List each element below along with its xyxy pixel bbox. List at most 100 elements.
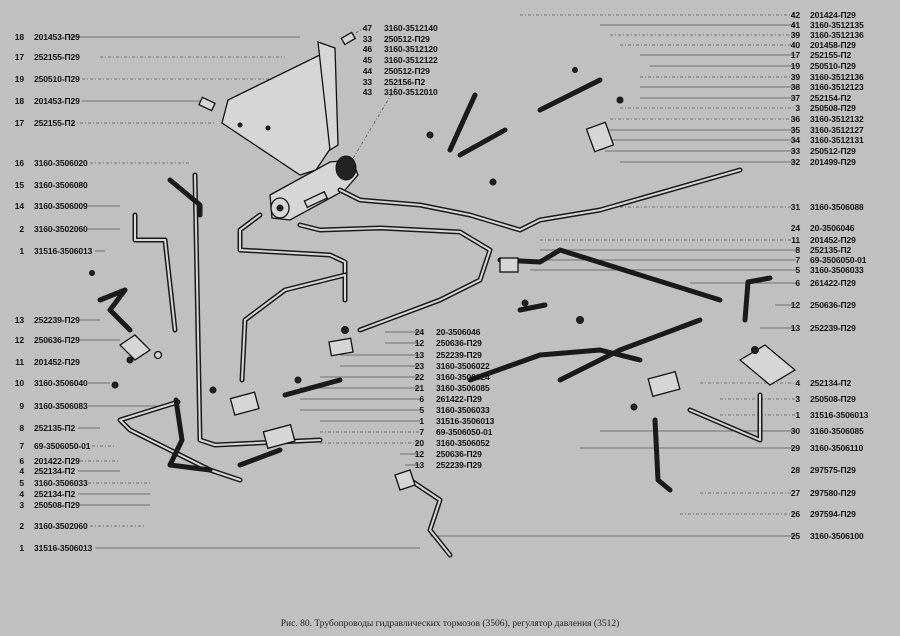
part-number: 3160-3512140 (384, 23, 438, 33)
callout-number: 10 (14, 378, 24, 388)
callout-number: 23 (414, 361, 424, 371)
callout-number: 18 (14, 96, 24, 106)
callout-number: 46 (362, 44, 372, 54)
callout-number: 39 (790, 72, 800, 82)
tee-fittings (118, 121, 797, 491)
part-number: 250510-П29 (34, 74, 80, 84)
part-number: 69-3506050-01 (436, 427, 493, 437)
part-number: 69-3506050-01 (810, 255, 867, 265)
part-number: 252134-П2 (810, 378, 852, 388)
callout-number: 19 (14, 74, 24, 84)
part-number: 297594-П29 (810, 509, 856, 519)
part-number: 252239-П29 (34, 315, 80, 325)
callout-number: 26 (790, 509, 800, 519)
callout-number: 42 (790, 10, 800, 20)
part-number: 20-3506046 (810, 223, 855, 233)
part-number: 252155-П2 (34, 118, 76, 128)
part-label: 8 252135-П2 (10, 423, 75, 433)
fasteners (89, 67, 759, 411)
part-number: 20-3506046 (436, 327, 481, 337)
callout-number: 41 (790, 20, 800, 30)
part-number: 3160-3506020 (34, 158, 88, 168)
part-number: 3160-3512122 (384, 55, 438, 65)
callout-number: 12 (790, 300, 800, 310)
callout-number: 5 (19, 478, 24, 488)
callout-number: 18 (14, 32, 24, 42)
part-number: 201458-П29 (810, 40, 856, 50)
callout-number: 12 (414, 338, 424, 348)
callout-number: 1 (19, 543, 24, 553)
callout-number: 9 (19, 401, 24, 411)
part-number: 31516-3506013 (436, 416, 495, 426)
part-number: 252156-П2 (384, 77, 426, 87)
callout-number: 33 (362, 77, 372, 87)
callout-number: 33 (790, 146, 800, 156)
callout-number: 24 (790, 223, 800, 233)
part-number: 3160-3506088 (810, 202, 864, 212)
callout-number: 6 (795, 278, 800, 288)
callout-number: 29 (790, 443, 800, 453)
callout-number: 30 (790, 426, 800, 436)
callout-number: 39 (790, 30, 800, 40)
callout-number: 13 (414, 350, 424, 360)
part-label: 3 250508-П29 (782, 103, 856, 113)
part-number: 252135-П2 (34, 423, 76, 433)
part-number: 3160-3506009 (34, 201, 88, 211)
callout-number: 7 (19, 441, 24, 451)
part-number: 250636-П29 (436, 449, 482, 459)
callout-number: 7 (419, 427, 424, 437)
callout-number: 13 (790, 323, 800, 333)
part-label: 12 250636-П29 (782, 300, 856, 310)
part-label: 19 250510-П29 (10, 74, 80, 84)
part-number: 250508-П29 (810, 394, 856, 404)
callout-number: 2 (19, 224, 24, 234)
callout-number: 25 (790, 531, 800, 541)
part-number: 250512-П29 (810, 146, 856, 156)
callout-number: 11 (791, 235, 800, 245)
part-number: 261422-П29 (436, 394, 482, 404)
part-number: 252134-П2 (34, 489, 76, 499)
callout-number: 3 (19, 500, 24, 510)
callout-number: 6 (19, 456, 24, 466)
callout-number: 4 (19, 489, 24, 499)
callout-number: 11 (15, 357, 24, 367)
part-label: 13 252239-П29 (782, 323, 856, 333)
part-label: 7 69-3506050-01 (410, 427, 492, 437)
callout-number: 8 (19, 423, 24, 433)
callout-number: 3 (795, 103, 800, 113)
callout-number: 28 (790, 465, 800, 475)
part-number: 3160-3512135 (810, 20, 864, 30)
brake-cylinder (269, 155, 359, 221)
callout-number: 47 (362, 23, 372, 33)
callout-number: 3 (795, 394, 800, 404)
callout-number: 12 (14, 335, 24, 345)
callout-number: 5 (419, 405, 424, 415)
part-number: 3160-3506085 (810, 426, 864, 436)
figure-caption: Рис. 80. Трубопроводы гидравлических тор… (280, 619, 620, 629)
part-number: 250508-П29 (810, 103, 856, 113)
part-number: 252239-П29 (810, 323, 856, 333)
part-number: 250636-П29 (810, 300, 856, 310)
